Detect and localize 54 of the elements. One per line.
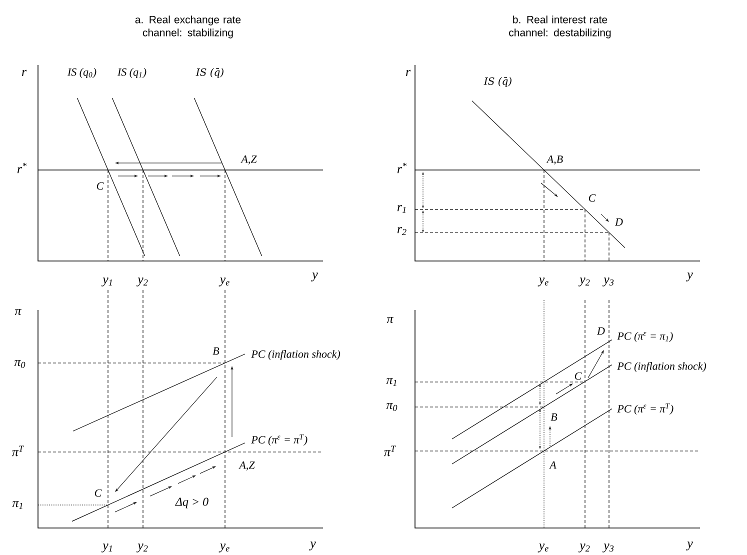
axis-label: r (22, 70, 27, 76)
curve-label: PC (inflation shock) (617, 362, 706, 372)
axis-label: r$^{*}$ (397, 162, 407, 174)
axis-label: π$_{1}$ (386, 378, 396, 386)
axis-label: y$_{e}$ (538, 544, 548, 552)
point-label: A (549, 461, 556, 469)
point-label: C (94, 489, 102, 497)
point-label: A,B (546, 156, 563, 164)
curve-label: IS (q$_{1}$) (117, 68, 146, 78)
axis-label: y$_{3}$ (602, 544, 614, 552)
point-label: B (550, 413, 558, 421)
axis-label: r$^{*}$ (17, 162, 27, 174)
curve-label: PC (π$^{ε}$ = π$_{1}$) (617, 332, 673, 342)
axis-label: r$_{2}$ (397, 226, 406, 235)
axis-label: y$_{3}$ (602, 278, 614, 286)
curve-label: PC (inflation shock) (251, 350, 340, 360)
curve-label: IS (q̄) (196, 68, 224, 78)
panel-title: b. Real interest rate channel: destabilizing (509, 16, 611, 38)
axis-label: π$^{T}$ (384, 446, 396, 456)
axis-label: y (686, 272, 693, 282)
axis-label: y$_{e}$ (538, 278, 548, 286)
axis-label: π$_{1}$ (12, 501, 22, 509)
axis-label: y$_{2}$ (136, 544, 148, 552)
axis-label: y$_{e}$ (218, 544, 230, 552)
point-label: A,Z (238, 462, 255, 470)
axis-label: y$_{1}$ (102, 544, 112, 552)
point-label: D (614, 218, 623, 226)
panel-title: a. Real exchange rate channel: stabilizing (135, 16, 241, 38)
axis-label: y$_{2}$ (578, 278, 590, 286)
curve-label: IS (q̄) (484, 77, 512, 87)
axis-label: π$_{0}$ (386, 403, 398, 411)
curve-label: PC (π$^{ε}$ = π$^{T}$) (617, 403, 674, 415)
axis-label: y (309, 542, 316, 550)
axis-label: r (406, 70, 411, 76)
axis-label: y$_{2}$ (578, 544, 590, 552)
shift-label: Δq > 0 (175, 498, 208, 508)
axis-label: π (386, 316, 394, 324)
curve-label: IS (q$_{0}$) (67, 68, 96, 78)
axis-label: π (14, 308, 22, 316)
point-label: C (574, 372, 582, 380)
point-label: B (212, 347, 220, 355)
axis-label: π$^{T}$ (12, 446, 24, 456)
axis-label: y$_{e}$ (218, 278, 230, 286)
axis-label: y (686, 542, 693, 550)
axis-label: y (311, 272, 318, 282)
axis-label: r$_{1}$ (397, 205, 406, 213)
curve-label: PC (π$^{ε}$ = π$^{T}$) (251, 434, 308, 446)
point-label: C (96, 182, 104, 190)
axis-label: y$_{1}$ (102, 278, 112, 286)
point-label: C (588, 194, 596, 202)
point-label: A,Z (240, 156, 257, 164)
point-label: D (596, 327, 605, 335)
axis-label: π$_{0}$ (14, 360, 26, 368)
axis-label: y$_{2}$ (136, 278, 148, 286)
